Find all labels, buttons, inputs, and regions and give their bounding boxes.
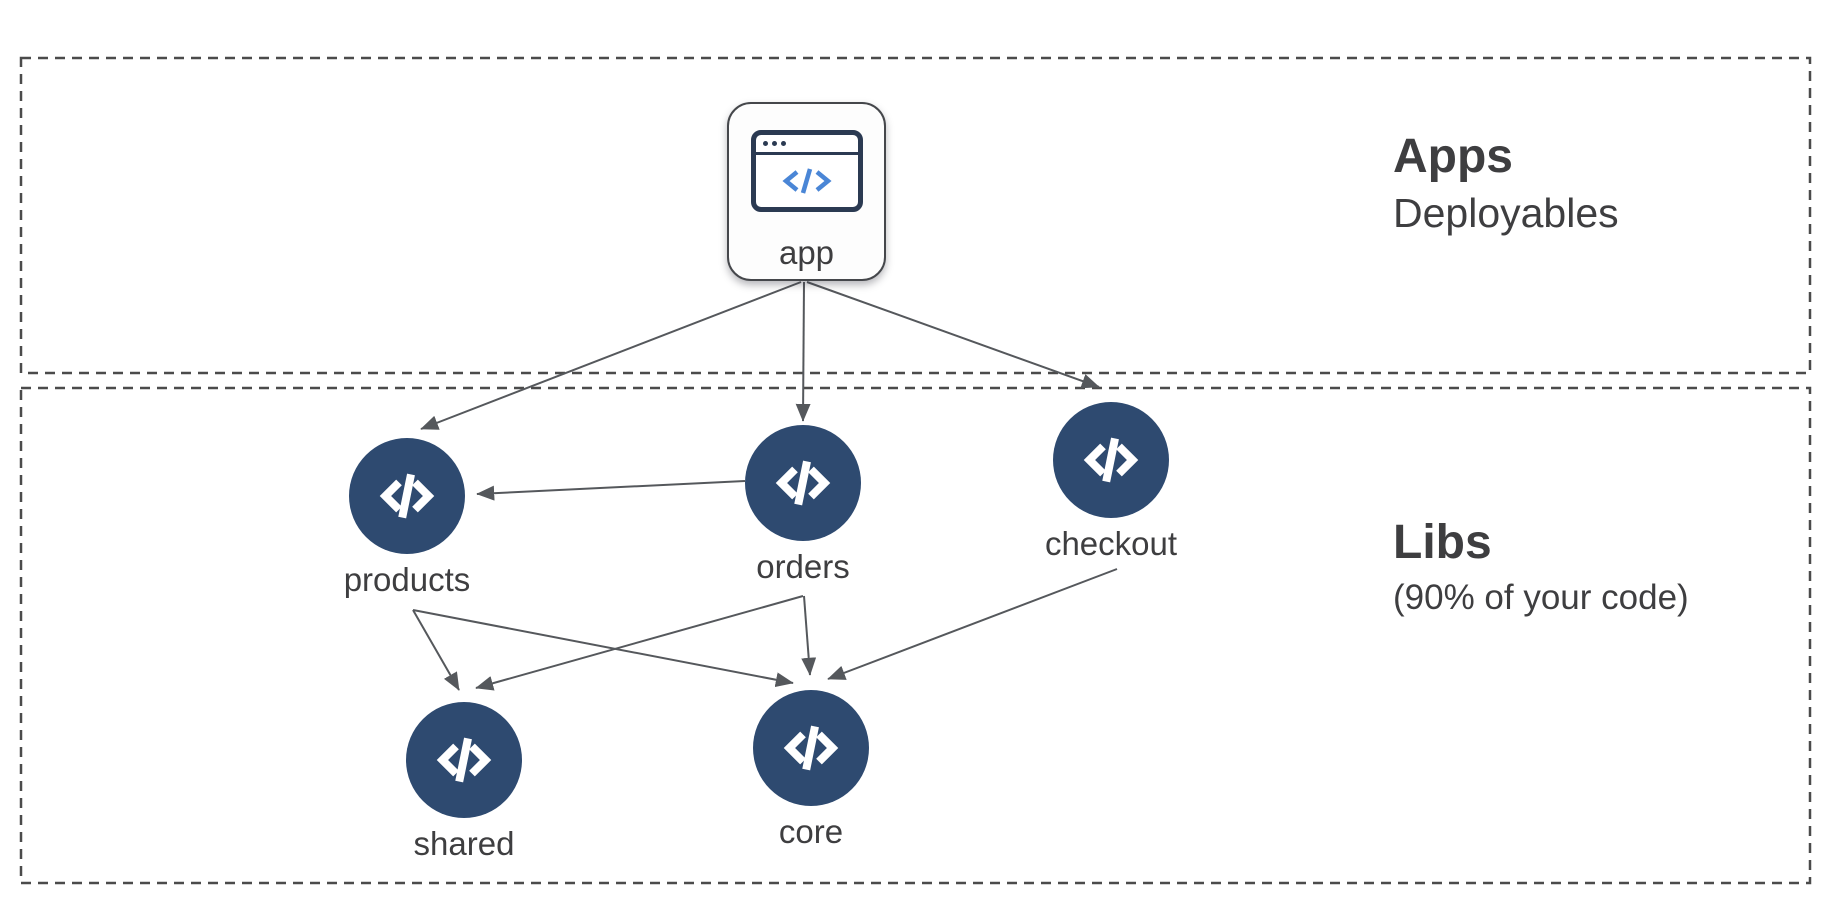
node-core: core — [711, 690, 911, 851]
libs-section-box — [19, 386, 1812, 885]
node-checkout: checkout — [1011, 402, 1211, 563]
node-label: core — [778, 813, 844, 850]
apps-title: Apps — [1393, 130, 1513, 183]
node-label: orders — [756, 548, 850, 585]
node-orders: orders — [703, 425, 903, 586]
node-products: products — [307, 438, 507, 599]
edge-orders-shared — [475, 595, 804, 691]
edge-products-core — [412, 609, 794, 688]
edge-orders-products — [476, 480, 746, 501]
edge-app-orders — [795, 281, 811, 422]
edge-products-shared — [412, 609, 460, 691]
edge-orders-core — [801, 595, 817, 676]
code-icon — [781, 168, 832, 194]
code-icon — [406, 702, 522, 818]
code-icon — [1053, 402, 1169, 518]
node-label: shared — [413, 825, 515, 862]
node-label: products — [343, 561, 471, 598]
code-icon — [753, 690, 869, 806]
edge-app-products — [420, 281, 802, 430]
apps-subtitle: Deployables — [1393, 190, 1619, 236]
edge-checkout-core — [827, 568, 1118, 680]
apps-section-label: Apps Deployables — [1393, 126, 1619, 238]
libs-section-label: Libs (90% of your code) — [1393, 512, 1689, 622]
node-app: app — [727, 102, 886, 281]
edge-app-checkout — [806, 281, 1100, 389]
node-label: checkout — [1044, 525, 1178, 562]
libs-subtitle: (90% of your code) — [1393, 578, 1689, 617]
browser-window-icon — [750, 130, 863, 212]
code-icon — [745, 425, 861, 541]
node-shared: shared — [364, 702, 564, 863]
browser-dot-icon — [771, 141, 777, 146]
code-icon — [349, 438, 465, 554]
apps-section-box — [19, 56, 1812, 375]
node-label: app — [778, 233, 835, 271]
browser-titlebar — [755, 135, 858, 155]
browser-dot-icon — [780, 141, 786, 146]
browser-dot-icon — [762, 141, 768, 146]
libs-title: Libs — [1393, 516, 1492, 569]
browser-content — [756, 155, 858, 207]
